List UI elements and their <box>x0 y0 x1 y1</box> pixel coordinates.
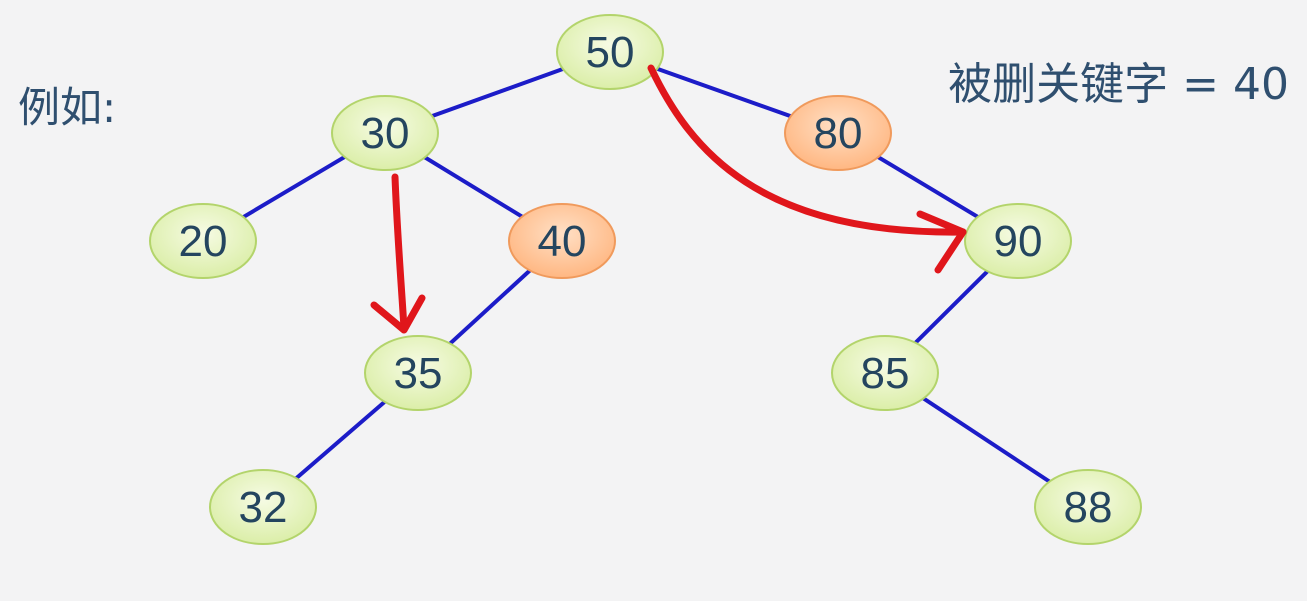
node-ellipse-35 <box>364 335 472 411</box>
node-40: 40 <box>508 203 616 279</box>
node-ellipse-90 <box>964 203 1072 279</box>
node-label-40: 40 <box>538 217 587 266</box>
arrow-30-to-35-shaft <box>391 173 408 332</box>
node-85: 85 <box>831 335 939 411</box>
node-88: 88 <box>1034 469 1142 545</box>
node-label-90: 90 <box>994 217 1043 266</box>
arrow-30-to-35-head <box>370 294 426 334</box>
node-32: 32 <box>209 469 317 545</box>
node-ellipse-40 <box>508 203 616 279</box>
node-label-50: 50 <box>586 28 635 77</box>
node-ellipse-50 <box>556 14 664 90</box>
arrow-50-to-90-shaft <box>647 64 967 236</box>
node-50: 50 <box>556 14 664 90</box>
nodes-layer: 50 30 80 20 40 90 35 85 32 88 <box>149 14 1142 545</box>
node-80: 80 <box>784 95 892 171</box>
node-label-30: 30 <box>361 109 410 158</box>
arrows-layer <box>370 64 967 334</box>
node-ellipse-32 <box>209 469 317 545</box>
node-ellipse-20 <box>149 203 257 279</box>
node-ellipse-85 <box>831 335 939 411</box>
node-30: 30 <box>331 95 439 171</box>
node-35: 35 <box>364 335 472 411</box>
deleted-key-label: 被删关键字 = 40 <box>948 59 1289 110</box>
arrow-30-to-35 <box>370 173 426 334</box>
node-ellipse-30 <box>331 95 439 171</box>
node-label-32: 32 <box>239 483 288 532</box>
node-ellipse-88 <box>1034 469 1142 545</box>
node-label-85: 85 <box>861 349 910 398</box>
example-label: 例如: <box>18 83 117 132</box>
node-90: 90 <box>964 203 1072 279</box>
node-label-35: 35 <box>394 349 443 398</box>
node-ellipse-80 <box>784 95 892 171</box>
arrow-50-to-90-head <box>916 210 967 274</box>
node-label-20: 20 <box>179 217 228 266</box>
node-label-88: 88 <box>1064 483 1113 532</box>
node-label-80: 80 <box>814 109 863 158</box>
node-20: 20 <box>149 203 257 279</box>
arrow-50-to-90 <box>647 64 967 274</box>
